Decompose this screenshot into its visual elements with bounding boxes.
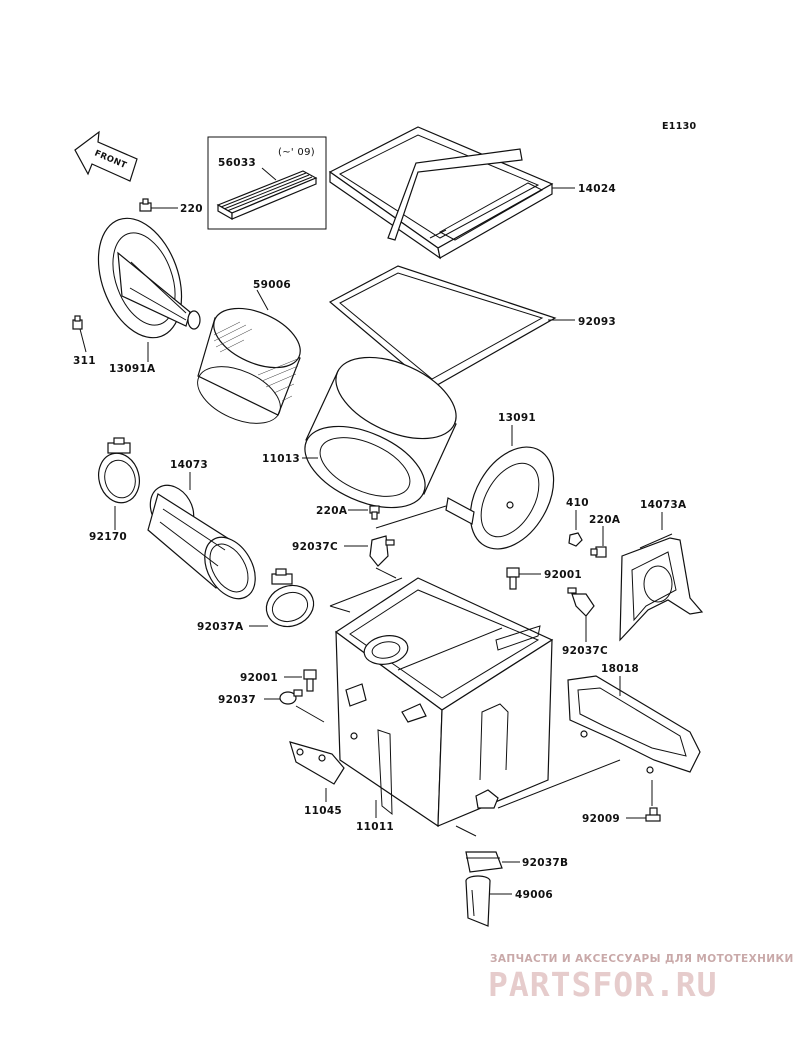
label-220: 220 [180,203,203,215]
screw-92009 [645,807,661,822]
screw-220A-right [590,546,607,558]
air-cleaner-cover-14024 [328,126,554,260]
front-arrow-icon: FRONT [74,130,138,182]
drain-tube-49006 [465,875,491,927]
bolt-92001-top [506,567,520,590]
watermark-logo: PARTSFOR.RU [488,965,718,1004]
label-49006: 49006 [515,889,553,901]
label-92037A: 92037A [197,621,244,633]
label-311: 311 [73,355,96,367]
label-92037: 92037 [218,694,256,706]
clip-92037C-right [567,587,595,617]
watermark-tagline: ЗАПЧАСТИ И АКСЕССУАРЫ ДЛЯ МОТОТЕХНИКИ [490,953,794,965]
label-59006: 59006 [253,279,291,291]
filter-11013 [304,356,457,509]
clamp-92037A [265,568,315,628]
screw-220 [139,198,152,212]
guide-18018 [567,675,701,774]
label-11013: 11013 [262,453,300,465]
label-14073: 14073 [170,459,208,471]
duct-14073A [619,533,704,642]
label-13091A: 13091A [109,363,156,375]
clamp-92170 [98,437,140,504]
label-13091: 13091 [498,412,536,424]
inset-box: (~' 09) 56033 [207,136,327,230]
label-92009: 92009 [582,813,620,825]
clamp-92037B [465,851,503,873]
label-92170: 92170 [89,531,127,543]
label-14024: 14024 [578,183,616,195]
bracket-11045 [289,741,345,785]
label-220A-right: 220A [589,514,621,526]
screen-59006 [197,307,301,424]
label-92037B: 92037B [522,857,568,869]
bolt-92001-left [303,669,317,692]
label-18018: 18018 [601,663,639,675]
label-410: 410 [566,497,589,509]
label-11011: 11011 [356,821,394,833]
housing-11011 [334,577,554,828]
diagram-code: E1130 [662,121,697,132]
cap-13091A [97,217,201,339]
bracket-small [345,683,367,707]
filter-element-56033 [216,170,318,221]
duct-14073 [147,484,256,600]
end-cap-13091 [445,446,555,550]
label-92001-top: 92001 [544,569,582,581]
clip-92037 [279,689,303,705]
inset-note: (~' 09) [278,147,315,158]
label-14073A: 14073A [640,499,687,511]
label-220A-left: 220A [316,505,348,517]
bolt-311 [72,315,83,330]
label-92093: 92093 [578,316,616,328]
clip-92037C-left [369,535,395,567]
label-56033: 56033 [218,157,256,169]
label-11045: 11045 [304,805,342,817]
gasket-92093 [328,265,557,389]
label-92037C-left: 92037C [292,541,338,553]
label-92001-left: 92001 [240,672,278,684]
nut-410 [568,532,583,547]
label-92037C-right: 92037C [562,645,608,657]
mesh-pattern [213,321,301,402]
screw-220A-left [369,505,380,520]
